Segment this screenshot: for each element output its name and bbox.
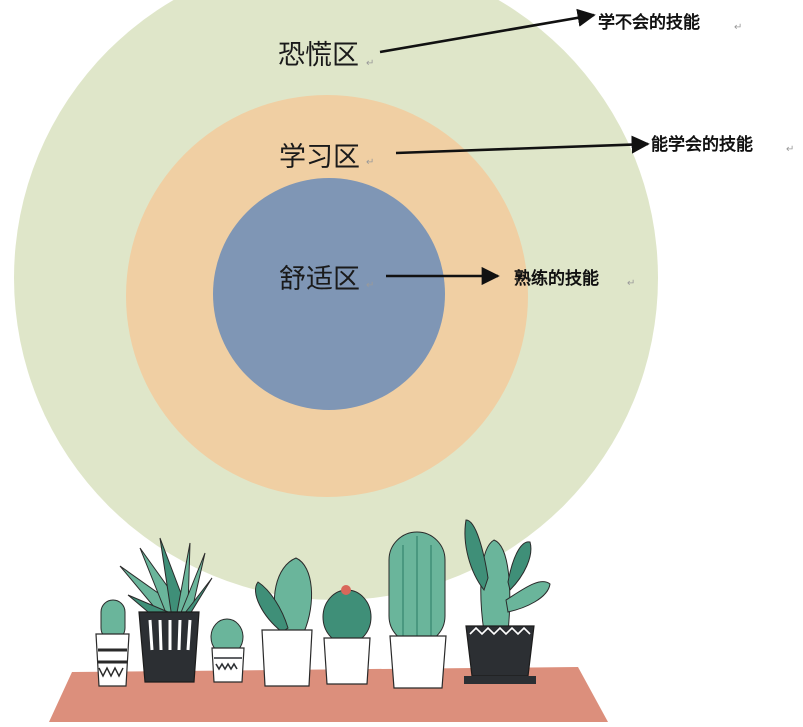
cactus-ribs — [402, 536, 432, 640]
comfort-zone-circle — [213, 178, 445, 410]
cactus-plant-2 — [119, 537, 213, 683]
learning-zone-mark: ↵ — [366, 157, 374, 168]
pot-patterned — [95, 633, 130, 687]
learning-zone-label: 学习区 — [279, 142, 360, 173]
pot-zigzag — [98, 666, 124, 678]
cactus-plant-5 — [322, 585, 372, 685]
pot-white — [389, 635, 447, 689]
cactus-illustration — [49, 519, 608, 722]
pot-pattern — [214, 657, 242, 671]
pot-triangles — [469, 626, 531, 636]
comfort-skill-mark: ↵ — [627, 278, 635, 289]
cactus-plant-7 — [464, 519, 551, 684]
cactus-plant-3 — [210, 618, 245, 683]
cactus-body — [322, 589, 372, 645]
cactus-flower — [341, 585, 351, 595]
comfort-skill-label: 熟练的技能 — [514, 268, 599, 289]
cactus-arm-right — [505, 581, 551, 613]
comfort-zone-mark: ↵ — [366, 280, 374, 291]
cactus-arm-left — [464, 519, 489, 592]
panic-skill-mark: ↵ — [734, 22, 742, 33]
pot-stripes — [148, 619, 192, 651]
panic-zone-label: 恐慌区 — [278, 40, 359, 71]
cactus-arm-top — [507, 541, 532, 591]
cactus-arm — [255, 581, 289, 633]
panic-skill-label: 学不会的技能 — [598, 12, 700, 33]
pot-pattern-band — [98, 648, 127, 664]
cactus-plant-4 — [255, 557, 313, 687]
cactus-plant-6 — [388, 531, 447, 689]
comfort-zone-label: 舒适区 — [279, 264, 360, 295]
pot-stand — [464, 676, 536, 684]
pot-white — [323, 637, 371, 685]
pot-white — [261, 629, 313, 687]
succulent-leaves — [119, 537, 213, 623]
cactus-plant-1 — [95, 599, 130, 687]
pot-dark — [465, 625, 535, 677]
panic-arrow — [379, 8, 596, 54]
panic-zone-mark: ↵ — [366, 58, 374, 69]
learning-arrow — [395, 135, 650, 155]
learning-skill-mark: ↵ — [786, 144, 794, 155]
learning-skill-label: 能学会的技能 — [651, 134, 753, 155]
